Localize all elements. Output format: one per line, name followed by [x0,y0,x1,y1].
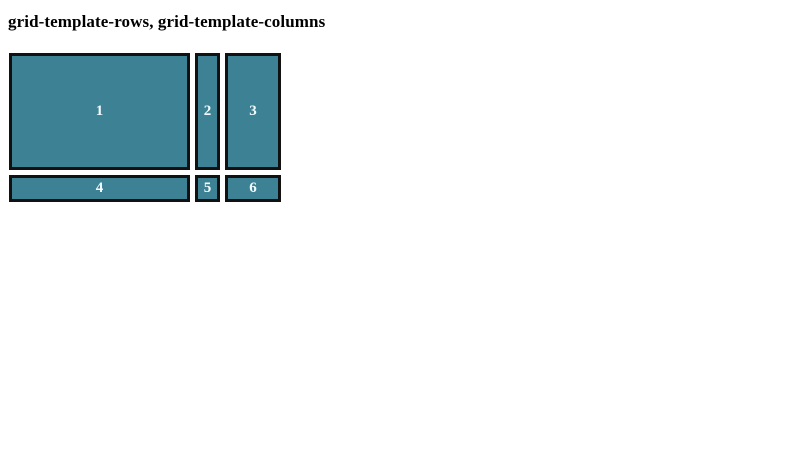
grid-cell-1: 1 [9,53,190,170]
grid-cell-4: 4 [9,175,190,202]
grid-cell-6: 6 [225,175,281,202]
css-grid-demo: 1 2 3 4 5 6 [9,53,281,202]
grid-cell-2: 2 [195,53,220,170]
grid-cell-5: 5 [195,175,220,202]
page-title: grid-template-rows, grid-template-column… [8,12,326,31]
grid-cell-3: 3 [225,53,281,170]
